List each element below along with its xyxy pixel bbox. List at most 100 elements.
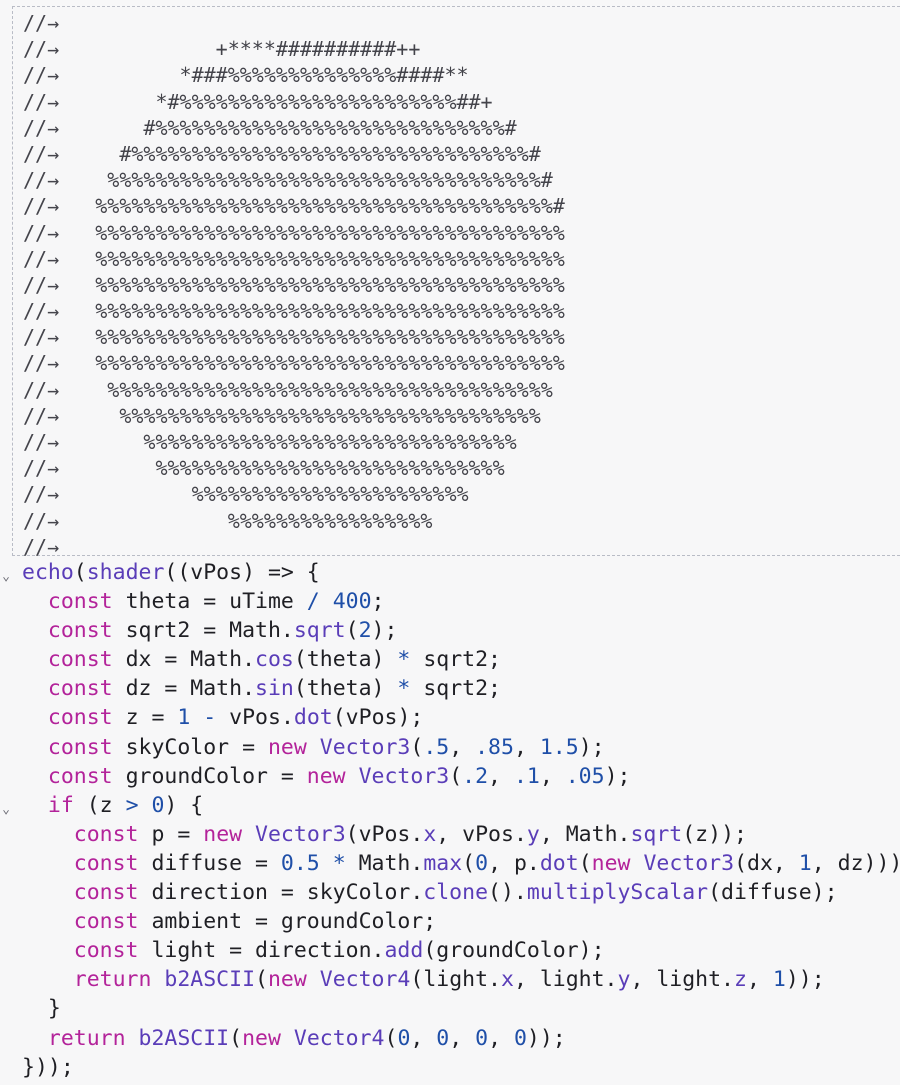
code-token-num: 0 [397, 1025, 411, 1051]
code-token-plain [22, 676, 48, 701]
output-comment-prefix: //→ [23, 220, 60, 245]
code-token-plain [22, 589, 48, 614]
output-line: //→ %%%%%%%%%%%%%%%%%%%%%%%%%%%%%%%%%%%%… [13, 246, 900, 272]
code-token-fn: sin [255, 676, 294, 702]
output-ascii-art: %%%%%%%%%%%%%%%%% [59, 508, 433, 533]
code-token-fn: dot [539, 850, 579, 876]
code-token-op: * [397, 676, 411, 702]
code-line[interactable]: })); [0, 1053, 900, 1082]
code-token-plain: sqrt2 = Math. [112, 618, 294, 644]
code-token-kw: return [47, 1025, 126, 1051]
code-token-num: 1 [177, 705, 191, 731]
ascii-output-block: //→//→ +****##########++//→ *###%%%%%%%%… [12, 6, 900, 559]
output-ascii-art: %%%%%%%%%%%%%%%%%%%%%%%%%%%%%%%%%%%%% [59, 377, 553, 402]
code-block[interactable]: ⌄echo(shader((vPos) => { const theta = u… [0, 558, 900, 1082]
code-token-plain: } [22, 996, 61, 1022]
output-ascii-art: %%%%%%%%%%%%%%%%%%%%%%%%%%%%%%%%%%%%%%% [59, 272, 565, 297]
code-line[interactable]: return b2ASCII(new Vector4(light.x, ligh… [0, 965, 900, 994]
code-line[interactable]: const sqrt2 = Math.sqrt(2); [0, 616, 900, 645]
code-token-plain [22, 822, 74, 847]
code-token-plain: (dx, [734, 850, 799, 876]
output-comment-prefix: //→ [23, 508, 60, 533]
output-line: //→ #%%%%%%%%%%%%%%%%%%%%%%%%%%%%%%%%%# [13, 141, 900, 167]
code-token-num: 400 [332, 589, 372, 615]
code-token-plain [22, 1026, 48, 1051]
code-token-plain: (). [488, 880, 527, 906]
output-line: //→ %%%%%%%%%%%%%%%%%%%%%%%%%%%%%%%%%%%%… [13, 324, 900, 350]
output-comment-prefix: //→ [23, 430, 60, 454]
code-token-kw: new [267, 967, 307, 993]
code-line[interactable]: const diffuse = 0.5 * Math.max(0, p.dot(… [0, 849, 900, 878]
output-ascii-art: %%%%%%%%%%%%%%%%%%%%%%%%%%%%%%%%%%%%%%% [59, 325, 565, 350]
code-token-fn: b2ASCII [138, 1025, 230, 1051]
code-line[interactable]: const groundColor = new Vector3(.2, .1, … [0, 762, 900, 791]
code-token-fn: dot [293, 705, 333, 731]
code-token-num: 1 [772, 967, 786, 993]
output-line: //→ *#%%%%%%%%%%%%%%%%%%%%%%%##+ [13, 89, 900, 115]
code-token-plain: Math. [345, 850, 424, 876]
code-line[interactable]: ⌄echo(shader((vPos) => { [0, 558, 900, 587]
code-token-plain: , [539, 763, 566, 789]
code-line[interactable]: const ambient = groundColor; [0, 907, 900, 936]
code-token-fn: echo [22, 560, 74, 585]
code-token-plain: direction = skyColor. [138, 880, 424, 906]
code-line[interactable]: const light = direction.add(groundColor)… [0, 936, 900, 965]
code-token-plain: dz = Math. [112, 676, 256, 702]
code-token-plain: ); [578, 734, 605, 760]
code-token-plain: groundColor = [112, 763, 307, 789]
code-token-kw: const [47, 763, 113, 789]
code-token-num: 2 [358, 618, 372, 644]
code-token-plain: (theta) [293, 647, 398, 673]
code-token-num: .05 [565, 763, 605, 789]
code-line[interactable]: const p = new Vector3(vPos.x, vPos.y, Ma… [0, 820, 900, 849]
code-token-num: 0 [475, 850, 489, 876]
code-token-num: .1 [513, 763, 540, 789]
code-line[interactable]: const theta = uTime / 400; [0, 587, 900, 616]
output-comment-prefix: //→ [23, 37, 60, 62]
code-token-kw: new [267, 734, 307, 760]
code-line[interactable]: const skyColor = new Vector3(.5, .85, 1.… [0, 733, 900, 762]
output-line: //→ [13, 534, 900, 560]
code-line[interactable]: const z = 1 - vPos.dot(vPos); [0, 703, 900, 732]
code-token-plain: ( [229, 1025, 243, 1051]
output-ascii-art: %%%%%%%%%%%%%%%%%%%%%%%%%%%%%%%%%%%%%%% [59, 246, 565, 271]
code-token-kw: const [73, 821, 139, 847]
output-comment-prefix: //→ [23, 194, 60, 219]
code-token-num: 1 [798, 850, 812, 876]
output-comment-prefix: //→ [23, 534, 60, 559]
fold-chevron-icon[interactable]: ⌄ [2, 569, 10, 584]
code-token-plain [151, 967, 164, 992]
code-token-fn: b2ASCII [164, 967, 256, 993]
code-line[interactable]: const dx = Math.cos(theta) * sqrt2; [0, 645, 900, 674]
code-token-plain: ambient = groundColor; [138, 909, 437, 935]
output-line: //→ %%%%%%%%%%%%%%%%%%%%%%%%%%%%%%%%%%%%… [13, 298, 900, 324]
code-token-plain: ( [410, 734, 424, 760]
code-token-kw: const [47, 705, 113, 731]
code-line[interactable]: const direction = skyColor.clone().multi… [0, 878, 900, 907]
output-comment-prefix: //→ [23, 482, 60, 507]
code-token-kw: const [73, 938, 139, 964]
code-token-fn: sqrt [293, 618, 346, 644]
code-token-plain: ( [462, 850, 476, 876]
code-token-plain: vPos. [216, 705, 294, 731]
code-token-kw: const [73, 850, 139, 876]
code-token-plain: ( [345, 618, 359, 644]
output-comment-prefix: //→ [23, 141, 60, 166]
code-token-plain: , [488, 763, 514, 789]
output-line: //→ %%%%%%%%%%%%%%%%%%%%%%%%%%%%%%%%%%%%… [13, 350, 900, 376]
code-token-plain [22, 647, 48, 672]
code-line[interactable]: return b2ASCII(new Vector4(0, 0, 0, 0)); [0, 1024, 900, 1053]
output-comment-prefix: //→ [23, 168, 60, 193]
code-line[interactable]: } [0, 994, 900, 1023]
code-line[interactable]: const dz = Math.sin(theta) * sqrt2; [0, 674, 900, 703]
output-line: //→ %%%%%%%%%%%%%%%%%%%%%%% [13, 481, 900, 507]
code-token-plain: , vPos. [436, 821, 527, 847]
code-token-plain [281, 1026, 294, 1051]
code-token-plain [190, 705, 203, 730]
fold-chevron-icon[interactable]: ⌄ [2, 801, 10, 817]
code-line[interactable]: ⌄ if (z > 0) { [0, 791, 900, 820]
output-comment-prefix: //→ [23, 403, 60, 428]
output-ascii-art: #%%%%%%%%%%%%%%%%%%%%%%%%%%%%%# [59, 115, 517, 140]
code-token-op: * [397, 647, 411, 673]
